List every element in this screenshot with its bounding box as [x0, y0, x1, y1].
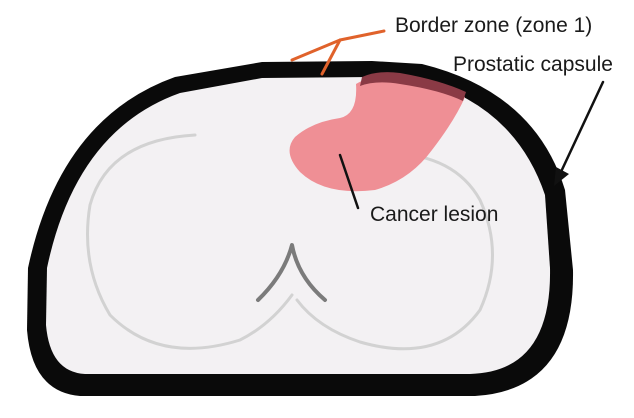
- cancer-lesion-label: Cancer lesion: [370, 203, 498, 226]
- prostatic-capsule-label: Prostatic capsule: [453, 53, 613, 76]
- capsule-pointer-line: [560, 82, 603, 174]
- border-zone-label: Border zone (zone 1): [395, 14, 592, 37]
